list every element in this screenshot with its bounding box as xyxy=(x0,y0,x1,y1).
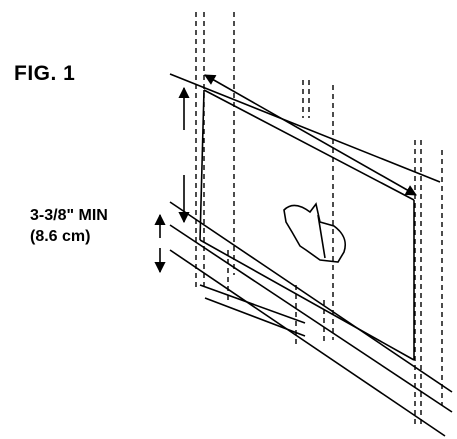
width-dimension-arrow xyxy=(204,74,417,196)
ceiling-lines xyxy=(169,73,453,437)
dimension-label-imperial: 3-3/8" MIN xyxy=(30,207,108,224)
cutaway-edge xyxy=(317,214,326,259)
figure-title: FIG. 1 xyxy=(14,62,76,85)
ceiling-opening xyxy=(199,89,415,361)
dimension-label-metric: (8.6 cm) xyxy=(30,228,91,245)
cutaway-hole xyxy=(283,202,347,263)
